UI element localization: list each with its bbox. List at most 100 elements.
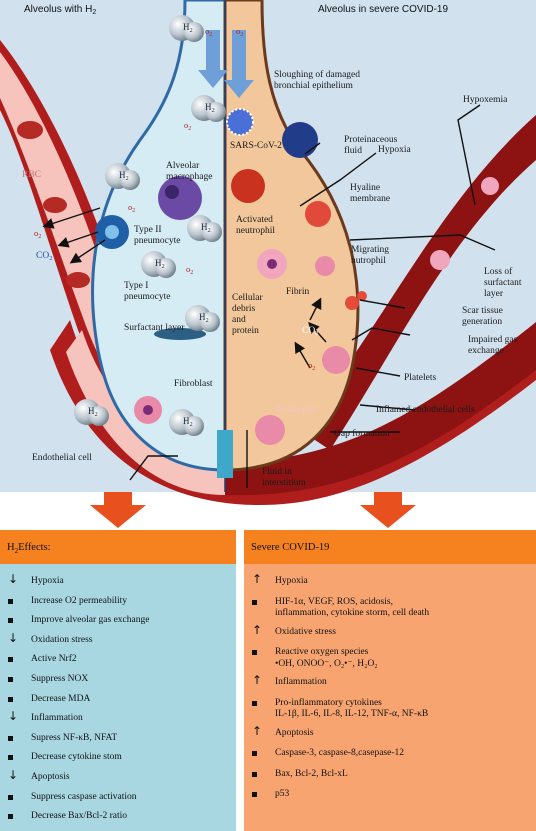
bullet-icon: [8, 598, 13, 604]
list-item-text: Decrease MDA: [31, 693, 91, 704]
h2-labels: H2 H2 H2 H2 H2 H2 H2 H2: [88, 22, 215, 428]
o2-labels: o2 o2 o2 o2 o2 o2 o2: [34, 26, 315, 372]
list-item-text: Inflammation: [275, 677, 327, 687]
bullet-icon: [8, 814, 13, 820]
bullet-icon: [252, 771, 257, 777]
platelet-cell: [430, 250, 450, 270]
list-item-text: Suppress caspase activation: [31, 791, 137, 802]
list-item-text: Hypoxia: [31, 576, 64, 586]
list-item-text: Suppress NOX: [31, 674, 89, 684]
svg-text:o2: o2: [128, 202, 135, 214]
sars-cov-2-label: SARS-CoV-2: [230, 141, 282, 151]
neutrophil-vessel: [255, 415, 285, 445]
svg-text:H2: H2: [199, 312, 209, 324]
arrow-up-icon: ↑: [251, 723, 263, 738]
list-item-text: Supress NF-κB, NFAT: [31, 732, 118, 743]
left-vessel-outer: [0, 40, 225, 470]
bullet-icon: [252, 700, 257, 706]
inflamed-endothelial-label: Inflamed endothelial cells: [376, 404, 475, 415]
bullet-icon: [8, 735, 13, 741]
svg-text:o2: o2: [205, 26, 212, 38]
arrow-down-icon: ↓: [7, 630, 19, 645]
rbc-label: RBC: [22, 170, 41, 180]
list-item-text: Pro-inflammatory cytokines IL-1β, IL-6, …: [275, 697, 429, 720]
arrow-down-icon: ↓: [7, 709, 19, 724]
bullet-icon: [252, 792, 257, 797]
fibroblast-cell: [154, 328, 206, 340]
arrow-up-icon: ↑: [251, 673, 263, 687]
bullet-icon: [8, 794, 13, 800]
h2-molecules: [74, 15, 226, 436]
bullet-icon: [8, 618, 13, 624]
arrow-up-icon: ↑: [251, 572, 263, 586]
right-title: Alveolus in severe COVID-19: [318, 4, 448, 15]
proteinaceous-fluid-blob: [282, 122, 318, 158]
fibrin-label: Fibrin: [286, 287, 309, 297]
interstitium-gap: [217, 430, 233, 478]
hyaline-membrane-cell: [305, 201, 331, 227]
bullet-icon: [252, 650, 257, 655]
endothelial-cell-label: Endothelial cell: [32, 453, 92, 463]
list-item-text: HIF-1α, VEGF, ROS, acidosis, inflammatio…: [275, 596, 430, 619]
migrating-neutrophil-vessel: [322, 346, 350, 374]
bullet-icon: [8, 755, 13, 761]
svg-text:H2: H2: [88, 406, 98, 418]
bullet-icon: [8, 696, 13, 702]
right-vessel: [300, 115, 536, 450]
bullet-icon: [8, 677, 13, 682]
list-item-text: p53: [275, 789, 290, 799]
hypoxia-label: Hypoxia: [378, 145, 412, 155]
neutrophil-label: Neutrophil: [276, 405, 318, 415]
list-item-text: Decrease cytokine stom: [31, 752, 122, 763]
arrow-down-icon: ↓: [7, 572, 19, 586]
list-item-text: Active Nrf2: [31, 654, 77, 665]
surfactant-layer-label: Surfactant layer: [124, 322, 185, 333]
left-vessel-lumen: [0, 52, 225, 460]
list-item-text: Increase O2 permeability: [31, 595, 128, 606]
arrow-down-icon: ↓: [7, 768, 19, 782]
sars-cov-2-virus: [226, 108, 254, 136]
list-item-text: Apoptosis: [275, 727, 314, 738]
right-orange-arrow: [360, 492, 416, 528]
hypoxemia-label: Hypoxemia: [463, 95, 508, 105]
svg-text:H2: H2: [155, 258, 165, 270]
svg-text:o2: o2: [308, 360, 315, 372]
co2-label-right: CO2: [302, 326, 318, 337]
bottom-vessel-lumen-right: [225, 322, 536, 496]
list-item-text: Caspase-3, caspase-8,casepase-12: [275, 748, 404, 758]
list-item-text: Oxidative stress: [275, 626, 336, 637]
svg-text:H2: H2: [119, 170, 129, 182]
airflow-arrow-right: [232, 30, 246, 80]
list-item-text: Bax, Bcl-2, Bcl-xL: [275, 768, 348, 779]
svg-text:H2: H2: [183, 416, 193, 428]
gap-formation-label: Gap formation: [334, 428, 390, 439]
svg-text:o2: o2: [186, 264, 193, 276]
svg-text:o2: o2: [184, 120, 191, 132]
list-item-text: Decrease Bax/Bcl-2 ratio: [31, 811, 128, 822]
migrating-neutrophil-cell: [315, 256, 335, 276]
svg-text:H2: H2: [183, 22, 193, 34]
left-title: Alveolus with H2: [24, 4, 96, 16]
svg-text:H2: H2: [205, 102, 215, 114]
scar-tissue-cluster: [345, 296, 359, 310]
list-item-text: Oxidation stress: [31, 634, 93, 645]
list-item-text: Apoptosis: [31, 772, 70, 782]
list-item-text: Improve alveolar gas exchange: [31, 615, 150, 626]
co2-label-left: CO2: [36, 251, 52, 262]
fibroblast-label: Fibroblast: [174, 379, 213, 389]
bullet-icon: [8, 657, 13, 663]
